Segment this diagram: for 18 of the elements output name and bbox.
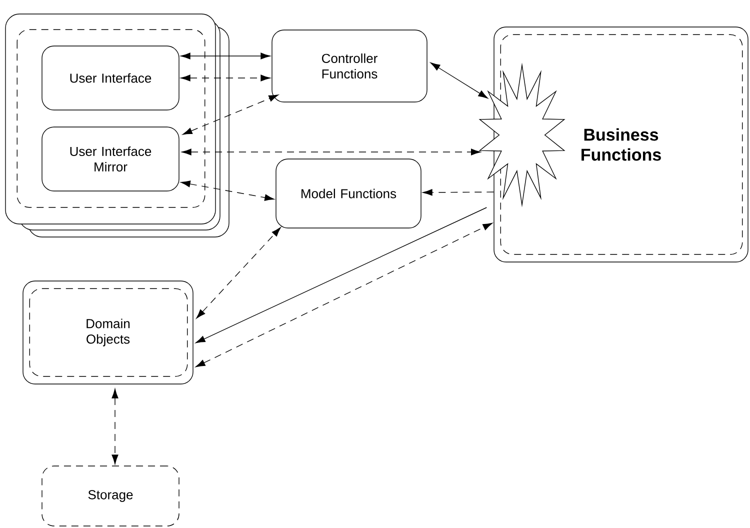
container-box: Business Functions xyxy=(494,26,748,262)
arrow xyxy=(180,74,270,82)
arrow xyxy=(430,62,488,98)
arrow xyxy=(196,207,487,344)
arrow xyxy=(422,189,494,196)
arrow xyxy=(182,148,481,156)
arrow xyxy=(180,52,270,60)
process-box: Domain Objects xyxy=(22,280,194,384)
process-box: User Interface Mirror xyxy=(42,126,180,192)
process-box: User Interface xyxy=(42,46,180,110)
storage-box: Storage xyxy=(42,466,180,526)
arrow xyxy=(196,227,281,319)
process-box: Model Functions xyxy=(276,158,422,228)
process-box: Controller Functions xyxy=(272,30,428,102)
arrow xyxy=(196,222,492,368)
arrow xyxy=(180,180,274,201)
arrow xyxy=(182,94,278,135)
arrow xyxy=(112,388,118,464)
